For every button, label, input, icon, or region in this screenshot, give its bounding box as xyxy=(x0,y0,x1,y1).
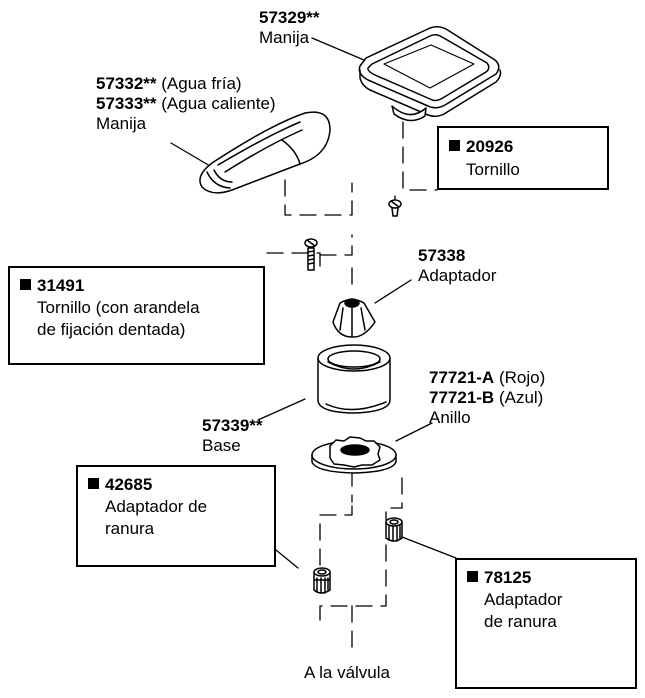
right-spline-adapter-part xyxy=(385,517,403,542)
long-screw-part xyxy=(304,238,318,271)
square-bullet-icon xyxy=(467,571,478,582)
small-screw-part xyxy=(388,199,402,217)
assembly-guide-lines xyxy=(264,121,438,656)
left-spline-adapter-part xyxy=(313,567,331,594)
valve-label: A la válvula xyxy=(304,663,390,682)
spline-left-box: 42685 Adaptador de ranura xyxy=(76,465,276,567)
ring-label: 77721-A (Rojo) 77721-B (Azul) Anillo xyxy=(429,368,546,427)
base-label: 57339** Base xyxy=(202,416,263,455)
adapter-part xyxy=(332,298,376,338)
square-handle-label: 57329** Manija xyxy=(259,8,320,47)
screw-long-box: 31491 Tornillo (con arandela de fijación… xyxy=(8,266,265,365)
square-bullet-icon xyxy=(449,140,460,151)
ring-part xyxy=(311,436,397,474)
screw-small-box: 20926 Tornillo xyxy=(437,126,609,190)
square-bullet-icon xyxy=(88,478,99,489)
leader-lines xyxy=(170,37,457,569)
adapter-label: 57338 Adaptador xyxy=(418,246,497,285)
square-bullet-icon xyxy=(20,279,31,290)
lever-handle-part xyxy=(199,111,331,194)
lever-handle-label: 57332** (Agua fría) 57333** (Agua calien… xyxy=(96,74,276,133)
square-handle-part xyxy=(358,25,502,122)
spline-right-box: 78125 Adaptador de ranura xyxy=(455,558,637,689)
base-part xyxy=(317,344,391,414)
